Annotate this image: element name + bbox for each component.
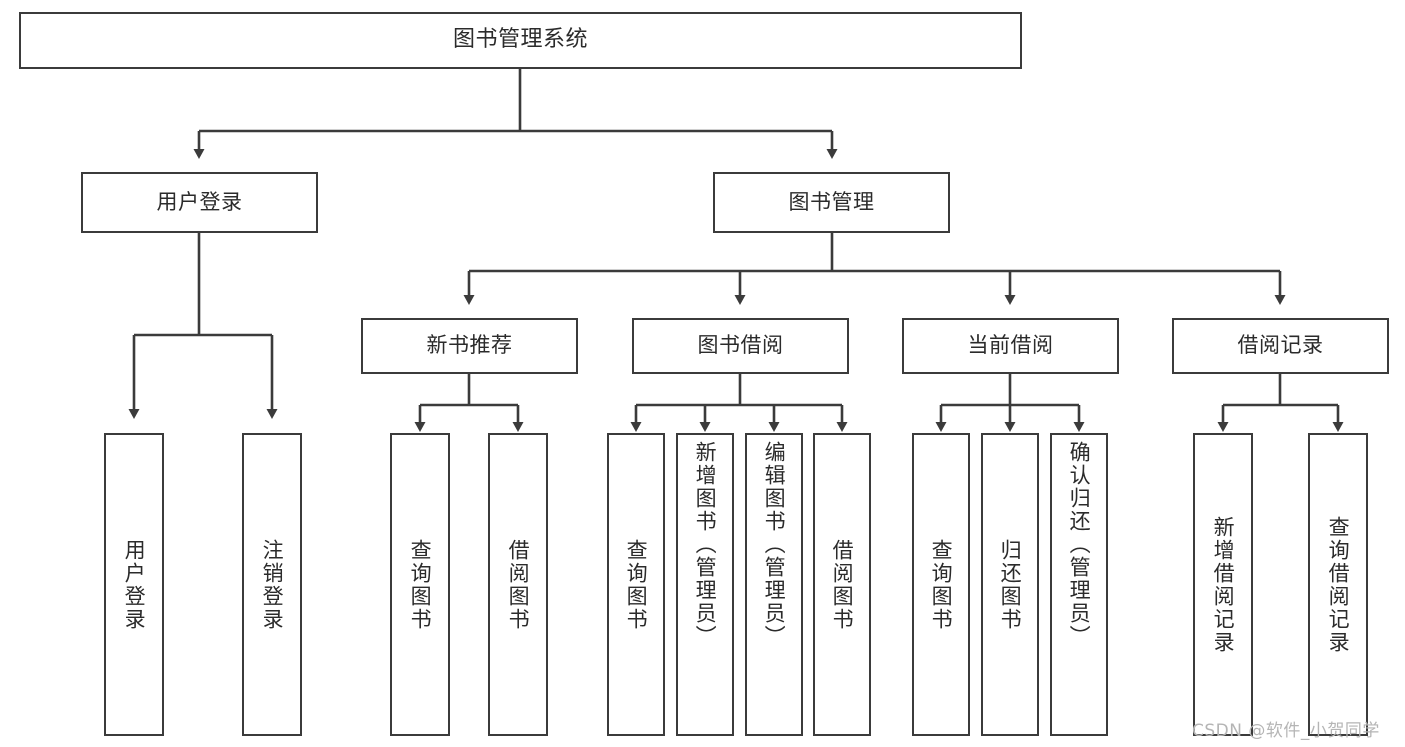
node-leaf-borrow-book-1[interactable]: 借阅图书	[488, 433, 548, 736]
node-leaf-query-record[interactable]: 查询借阅记录	[1308, 433, 1368, 736]
node-leaf-query-book-2-label: 查询图书	[624, 538, 649, 631]
node-leaf-query-record-label: 查询借阅记录	[1326, 515, 1351, 654]
node-leaf-add-record[interactable]: 新增借阅记录	[1193, 433, 1253, 736]
node-book-manage[interactable]: 图书管理	[713, 172, 950, 233]
node-new-book-recommend[interactable]: 新书推荐	[361, 318, 578, 374]
node-leaf-confirm-return-label: 确认归还（管理员）	[1067, 441, 1092, 648]
node-leaf-logout-login[interactable]: 注销登录	[242, 433, 302, 736]
node-leaf-borrow-book-2[interactable]: 借阅图书	[813, 433, 871, 736]
node-current-borrow[interactable]: 当前借阅	[902, 318, 1119, 374]
node-leaf-logout-login-label: 注销登录	[260, 538, 285, 631]
node-borrow-record-label: 借阅记录	[1237, 333, 1324, 358]
node-leaf-query-book-2[interactable]: 查询图书	[607, 433, 665, 736]
node-current-borrow-label: 当前借阅	[967, 333, 1054, 358]
node-book-borrow[interactable]: 图书借阅	[632, 318, 849, 374]
node-user-login[interactable]: 用户登录	[81, 172, 318, 233]
node-leaf-add-book[interactable]: 新增图书（管理员）	[676, 433, 734, 736]
node-user-login-label: 用户登录	[156, 189, 243, 214]
node-leaf-query-book-1-label: 查询图书	[408, 538, 433, 631]
node-leaf-confirm-return[interactable]: 确认归还（管理员）	[1050, 433, 1108, 736]
node-leaf-user-login[interactable]: 用户登录	[104, 433, 164, 736]
node-leaf-edit-book-label: 编辑图书（管理员）	[762, 441, 787, 648]
node-root-label: 图书管理系统	[452, 27, 588, 53]
node-borrow-record[interactable]: 借阅记录	[1172, 318, 1389, 374]
node-leaf-borrow-book-2-label: 借阅图书	[830, 538, 855, 631]
node-book-manage-label: 图书管理	[788, 189, 875, 214]
node-leaf-edit-book[interactable]: 编辑图书（管理员）	[745, 433, 803, 736]
node-leaf-borrow-book-1-label: 借阅图书	[506, 538, 531, 631]
node-leaf-return-book[interactable]: 归还图书	[981, 433, 1039, 736]
node-new-book-recommend-label: 新书推荐	[426, 333, 513, 358]
node-leaf-query-book-3-label: 查询图书	[929, 538, 954, 631]
node-leaf-user-login-label: 用户登录	[122, 538, 147, 631]
node-book-borrow-label: 图书借阅	[697, 333, 784, 358]
node-leaf-add-book-label: 新增图书（管理员）	[693, 441, 718, 648]
watermark-text: CSDN @软件_小贺同学	[1192, 721, 1380, 741]
node-leaf-query-book-3[interactable]: 查询图书	[912, 433, 970, 736]
node-leaf-add-record-label: 新增借阅记录	[1211, 515, 1236, 654]
node-root[interactable]: 图书管理系统	[19, 12, 1022, 69]
node-leaf-query-book-1[interactable]: 查询图书	[390, 433, 450, 736]
node-leaf-return-book-label: 归还图书	[998, 538, 1023, 631]
